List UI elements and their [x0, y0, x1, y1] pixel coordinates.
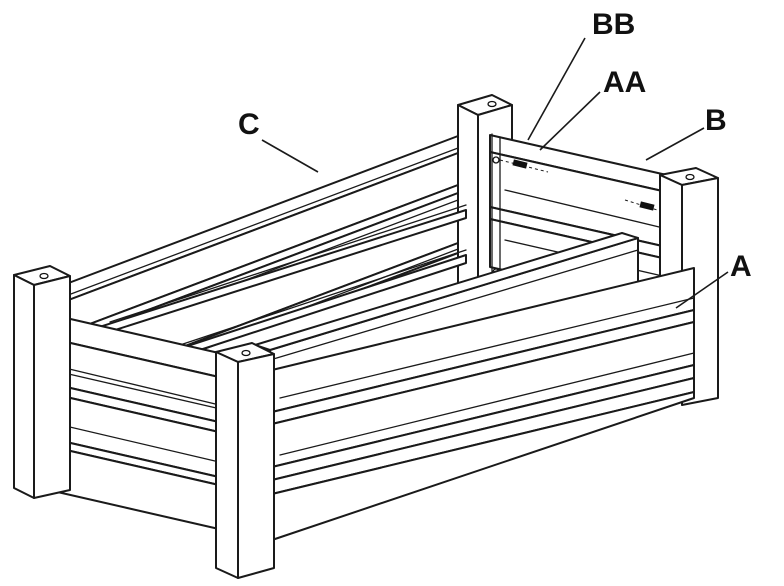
label-a: A	[730, 250, 752, 283]
label-aa: AA	[603, 66, 646, 99]
leader-lines	[261, 37, 729, 309]
front-panel-long	[271, 267, 695, 541]
floor-slats	[89, 204, 467, 364]
label-b: B	[705, 104, 727, 137]
label-bb: BB	[592, 8, 635, 41]
front-center-post	[215, 342, 275, 579]
front-left-post	[13, 265, 71, 499]
front-panel-a	[39, 311, 233, 533]
label-c: C	[238, 108, 260, 141]
